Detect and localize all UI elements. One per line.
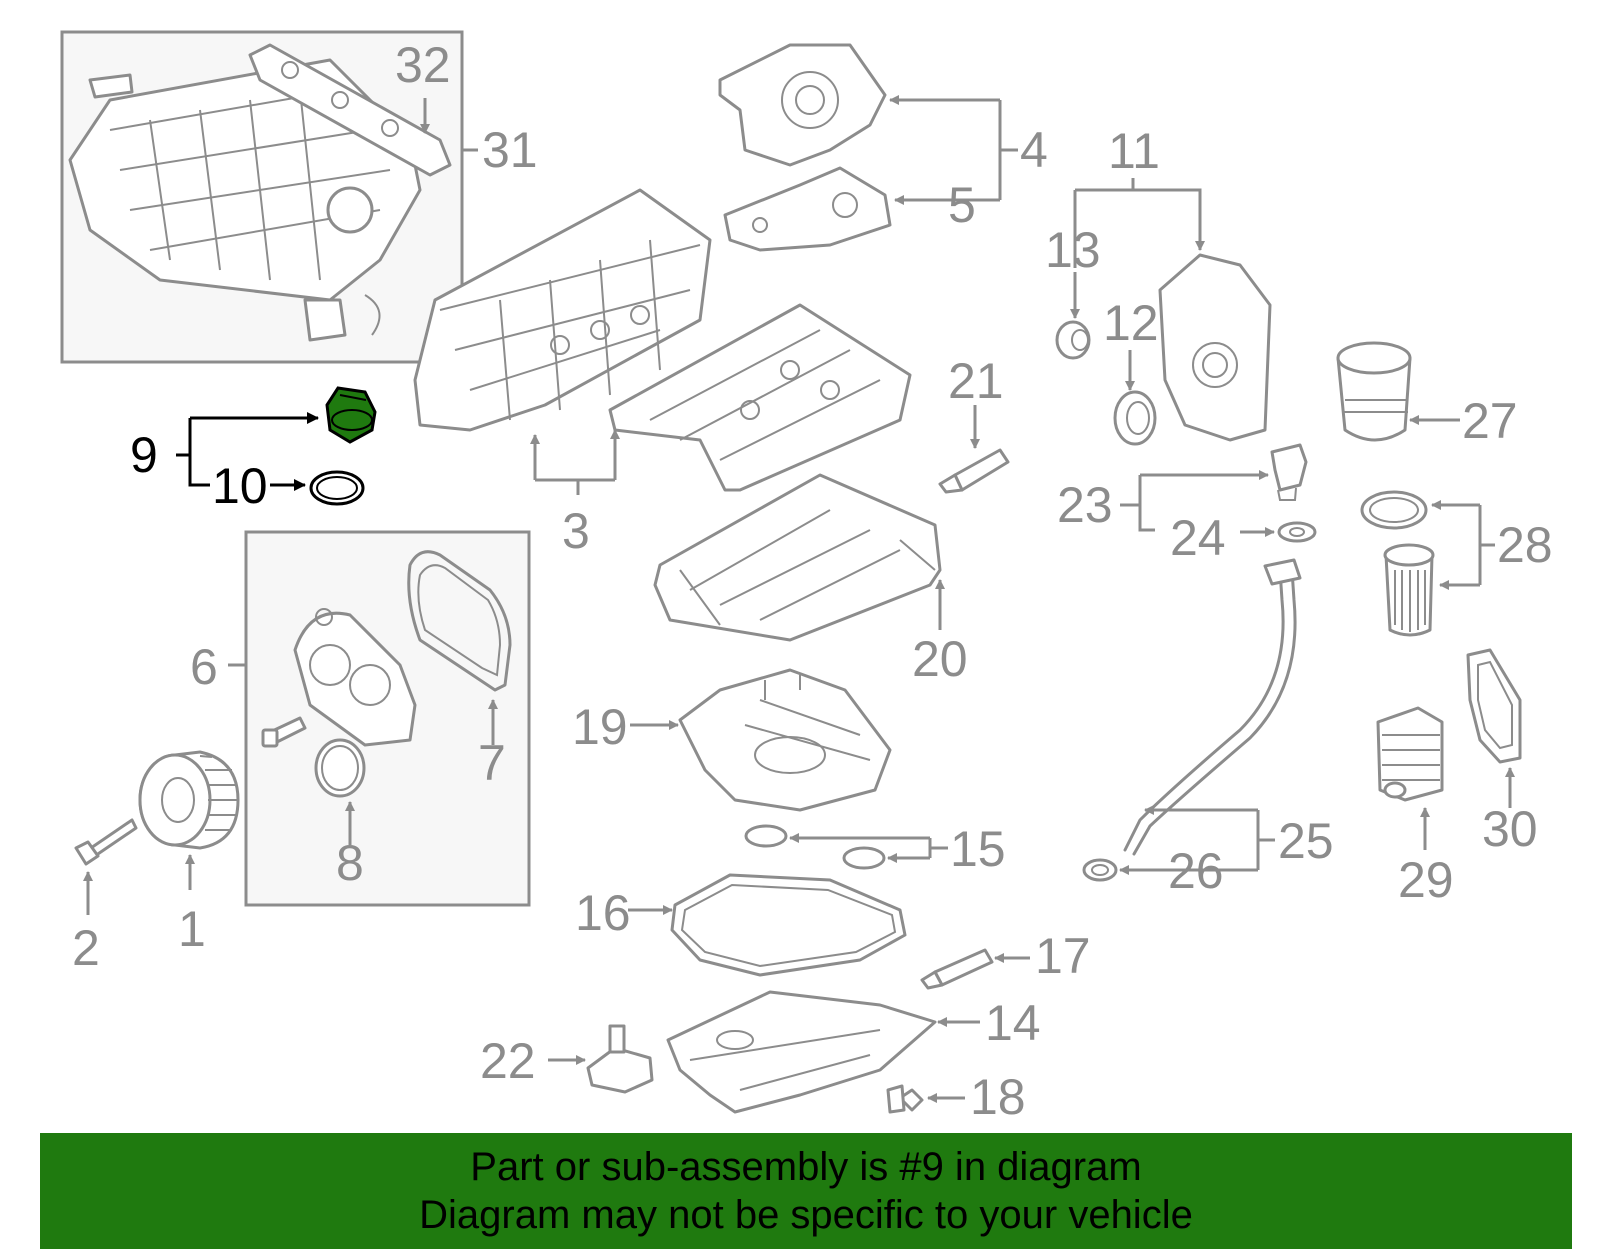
part-seal-ring-10[interactable]: [309, 470, 365, 506]
callout-20: 20: [912, 631, 968, 687]
part-timing-cover-gasket[interactable]: [407, 550, 512, 692]
callout-7: 7: [478, 735, 506, 791]
part-upper-oil-pan[interactable]: [653, 473, 942, 642]
callout-19: 19: [572, 699, 628, 755]
callout-16: 16: [575, 885, 631, 941]
part-oil-cooler-gasket[interactable]: [1466, 648, 1522, 764]
callout-22: 22: [480, 1033, 536, 1089]
part-oil-filter-housing[interactable]: [1336, 341, 1412, 442]
callout-24: 24: [1170, 510, 1226, 566]
callout-17: 17: [1035, 928, 1091, 984]
part-intake-gasket[interactable]: [248, 43, 452, 177]
callout-14: 14: [985, 995, 1041, 1051]
callout-13: 13: [1045, 222, 1101, 278]
callout-10: 10: [212, 458, 268, 514]
part-o-ring-15a[interactable]: [744, 824, 788, 848]
callout-31: 31: [482, 122, 538, 178]
part-oil-pan-gasket[interactable]: [670, 873, 907, 977]
callout-26: 26: [1168, 843, 1224, 899]
part-vacuum-pump[interactable]: [718, 43, 887, 167]
part-crankshaft-pulley[interactable]: [138, 750, 240, 850]
part-timing-cover[interactable]: [1158, 253, 1272, 442]
footer-line-1: Part or sub-assembly is #9 in diagram: [470, 1145, 1142, 1189]
part-timing-case-cover[interactable]: [293, 608, 417, 747]
part-drain-plug[interactable]: [886, 1084, 924, 1114]
callout-15: 15: [950, 821, 1006, 877]
part-oil-pressure-switch[interactable]: [1270, 443, 1308, 501]
callout-18: 18: [970, 1069, 1026, 1125]
part-pulley-bolt[interactable]: [74, 818, 138, 866]
callout-3: 3: [562, 503, 590, 559]
part-oil-baffle[interactable]: [678, 668, 892, 812]
part-oil-filler-cap[interactable]: [325, 386, 377, 444]
part-plug[interactable]: [1055, 320, 1091, 360]
callout-11: 11: [1108, 123, 1160, 179]
callout-21: 21: [948, 353, 1004, 409]
part-vacuum-pump-gasket[interactable]: [723, 166, 892, 252]
callout-32: 32: [395, 37, 451, 93]
footer-line-2: Diagram may not be specific to your vehi…: [419, 1193, 1193, 1237]
part-valve-cover[interactable]: [608, 303, 912, 492]
part-seal[interactable]: [1113, 390, 1157, 446]
part-bolt-6[interactable]: [261, 716, 307, 748]
callout-9: 9: [130, 427, 158, 483]
part-o-ring-15b[interactable]: [842, 846, 886, 870]
callout-5: 5: [948, 177, 976, 233]
part-sealant-tube-17[interactable]: [920, 948, 994, 990]
part-sealant-tube[interactable]: [938, 448, 1010, 494]
callout-8: 8: [336, 835, 364, 891]
callout-4: 4: [1020, 122, 1048, 178]
callout-12: 12: [1103, 295, 1159, 351]
part-lower-oil-pan[interactable]: [666, 990, 937, 1114]
part-o-ring-28[interactable]: [1360, 490, 1428, 530]
callout-23: 23: [1057, 477, 1113, 533]
footer-banner: Part or sub-assembly is #9 in diagram Di…: [40, 1133, 1572, 1249]
callout-28: 28: [1497, 517, 1553, 573]
part-oil-cooler[interactable]: [1376, 706, 1444, 802]
part-o-ring-24[interactable]: [1277, 521, 1317, 543]
part-o-ring-8[interactable]: [314, 738, 366, 798]
part-oil-filter-element[interactable]: [1383, 543, 1435, 637]
callout-27: 27: [1462, 393, 1518, 449]
part-cylinder-head[interactable]: [413, 188, 712, 432]
callout-6: 6: [190, 639, 218, 695]
part-oil-level-sensor[interactable]: [586, 1024, 654, 1094]
callout-29: 29: [1398, 852, 1454, 908]
callout-2: 2: [72, 920, 100, 976]
callout-25: 25: [1278, 813, 1334, 869]
callout-1: 1: [178, 901, 206, 957]
part-dipstick-seal[interactable]: [1082, 858, 1118, 882]
callout-30: 30: [1482, 801, 1538, 857]
